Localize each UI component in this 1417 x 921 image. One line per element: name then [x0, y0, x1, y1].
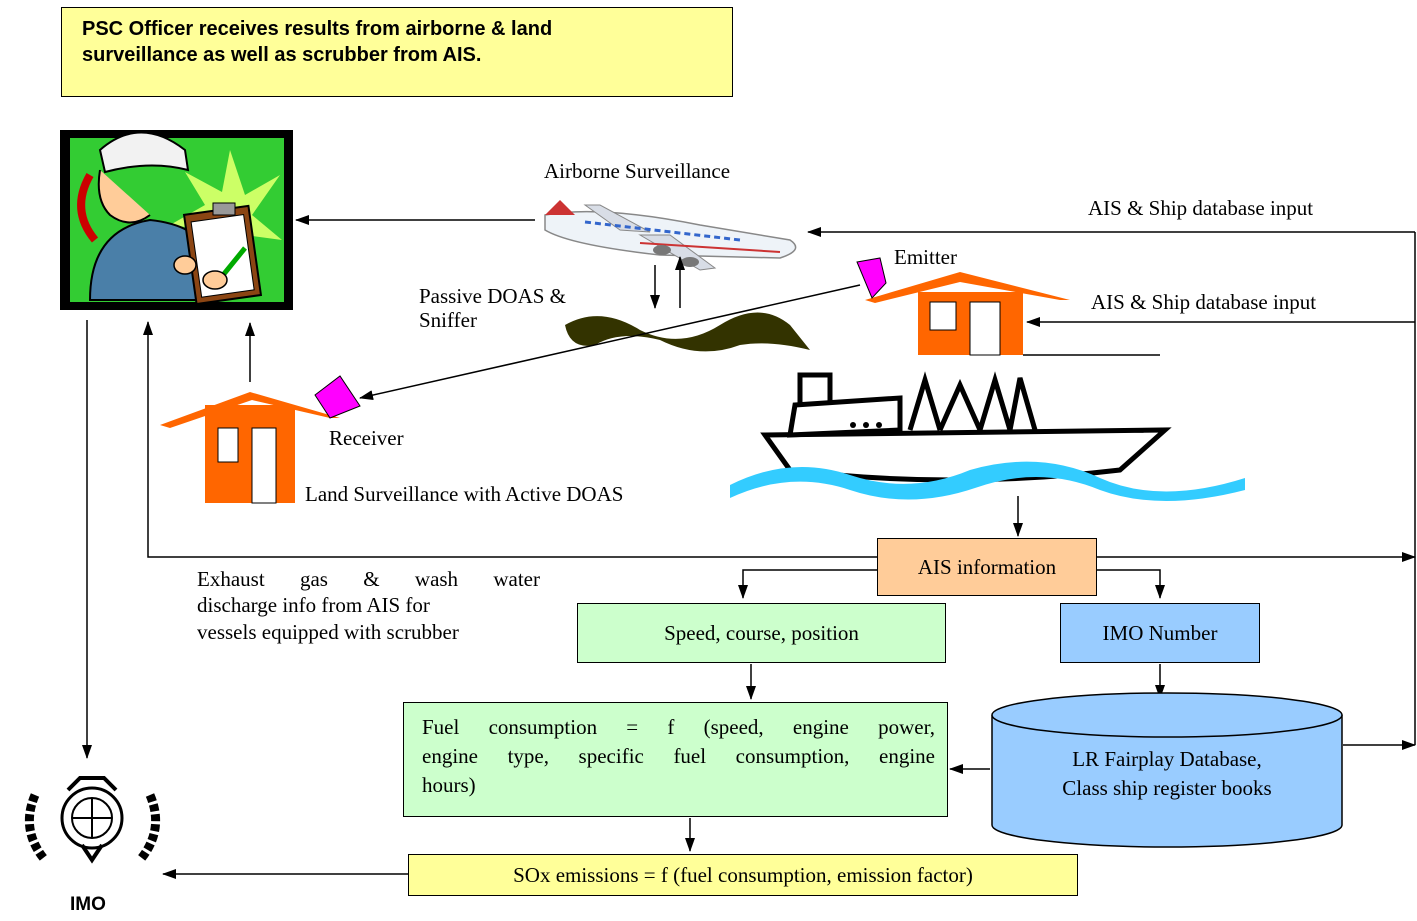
imo-number-box: IMO Number: [1060, 603, 1260, 663]
emitter-label: Emitter: [894, 245, 957, 269]
exhaust-info-label-line2: discharge info from AIS for: [197, 593, 430, 617]
passive-doas-label-line1: Passive DOAS &: [419, 284, 567, 308]
fuel-consumption-line3: hours): [422, 773, 476, 797]
imo-number-text: IMO Number: [1102, 620, 1218, 645]
speed-course-position-text: Speed, course, position: [664, 620, 859, 645]
ship-illustration: [760, 371, 1172, 483]
airborne-surveillance-label: Airborne Surveillance: [544, 159, 731, 183]
fuel-consumption-line2: engine type, specific fuel consumption, …: [422, 744, 935, 768]
land-station-receiver-illustration: [160, 375, 361, 504]
speed-course-position-box: Speed, course, position: [577, 603, 946, 663]
ais-information-box: AIS information: [877, 538, 1097, 596]
database-text-block: LR Fairplay Database, Class ship registe…: [992, 742, 1342, 806]
title-note-line1: PSC Officer receives results from airbor…: [82, 18, 553, 40]
database-line2: Class ship register books: [1062, 776, 1272, 800]
exhaust-info-label-line1: Exhaust gas & wash water: [197, 567, 540, 591]
emission-plume-shape: [565, 312, 810, 352]
passive-doas-label-line2: Sniffer: [419, 308, 477, 332]
fuel-consumption-line1: Fuel consumption = f (speed, engine powe…: [422, 715, 935, 739]
sox-emissions-text: SOx emissions = f (fuel consumption, emi…: [513, 862, 973, 887]
water-waves-shape: [730, 461, 1245, 501]
imo-label: IMO: [70, 894, 106, 915]
land-surveillance-label: Land Surveillance with Active DOAS: [305, 482, 624, 506]
title-note-box: PSC Officer receives results from airbor…: [61, 7, 733, 97]
ais-ship-database-input-emitter-label: AIS & Ship database input: [1091, 290, 1317, 314]
exhaust-info-label-line3: vessels equipped with scrubber: [197, 620, 459, 644]
fuel-consumption-box: Fuel consumption = f (speed, engine powe…: [403, 702, 948, 817]
receiver-label: Receiver: [329, 426, 404, 450]
imo-emblem: [24, 776, 161, 864]
title-note-line2: surveillance as well as scrubber from AI…: [82, 44, 482, 66]
airplane-illustration: [544, 200, 797, 271]
emitter-station-illustration: [856, 257, 1160, 356]
database-cylinder: [991, 692, 1343, 848]
psc-officer-illustration: [60, 130, 293, 310]
ais-ship-database-input-top-label: AIS & Ship database input: [1088, 196, 1314, 220]
ais-information-text: AIS information: [917, 554, 1057, 579]
sox-emissions-box: SOx emissions = f (fuel consumption, emi…: [408, 854, 1078, 896]
database-line1: LR Fairplay Database,: [1072, 747, 1262, 771]
